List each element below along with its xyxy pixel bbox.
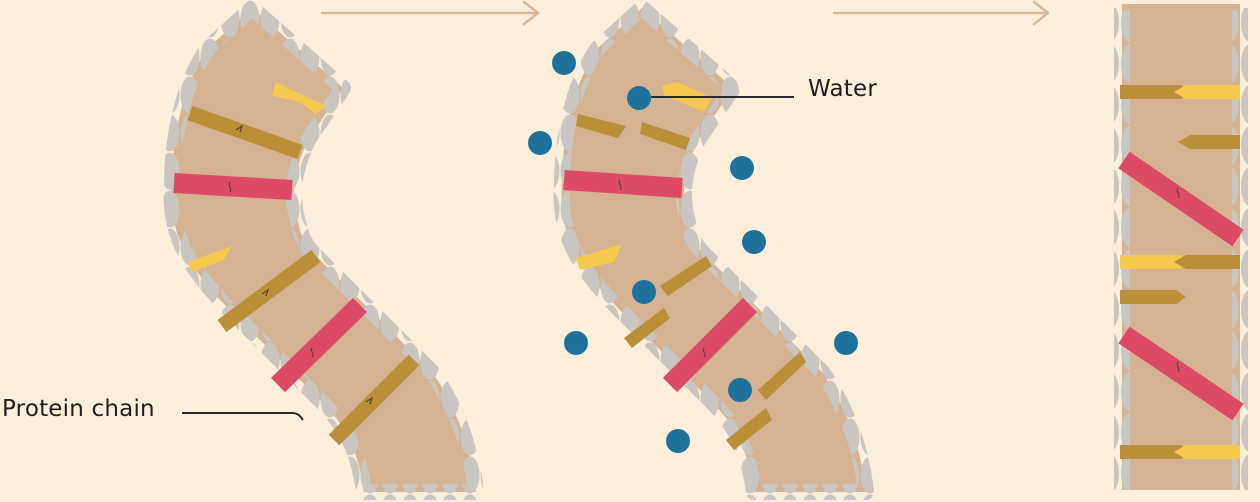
disulfide-bond bbox=[563, 170, 683, 198]
right-arrow-icon bbox=[832, 0, 1050, 26]
hydrogen-bond bbox=[187, 105, 303, 160]
broken-hydrogen-bond bbox=[272, 82, 326, 114]
water-label: Water bbox=[808, 76, 877, 102]
disulfide-bond bbox=[1118, 151, 1244, 247]
water-molecule-icon bbox=[728, 378, 752, 402]
chain-body bbox=[163, 0, 484, 500]
protein-chain-label-leader bbox=[182, 412, 304, 421]
protein-chain-label: Protein chain bbox=[2, 396, 155, 422]
broken-hydrogen-bond bbox=[660, 256, 712, 296]
hydrogen-bond bbox=[328, 354, 420, 446]
chain-edge bbox=[1114, 8, 1130, 490]
broken-hydrogen-bond bbox=[1120, 85, 1182, 99]
broken-hydrogen-bond bbox=[188, 246, 232, 272]
denaturing-protein-chain bbox=[553, 0, 874, 500]
water-molecule-icon bbox=[528, 131, 552, 155]
broken-hydrogen-bond bbox=[640, 122, 690, 150]
water-molecule-icon bbox=[552, 51, 576, 75]
broken-hydrogen-bond bbox=[1120, 290, 1186, 304]
chain-body bbox=[1122, 8, 1240, 490]
disulfide-bond bbox=[662, 297, 758, 393]
disulfide-bond bbox=[173, 173, 293, 200]
broken-hydrogen-bond bbox=[1120, 255, 1182, 269]
broken-hydrogen-bond bbox=[576, 244, 622, 270]
water-molecule-icon bbox=[742, 230, 766, 254]
unfolded-protein-chain bbox=[1114, 4, 1248, 490]
broken-hydrogen-bond bbox=[1174, 445, 1240, 459]
broken-hydrogen-bond bbox=[576, 114, 626, 138]
broken-hydrogen-bond bbox=[726, 408, 772, 450]
broken-hydrogen-bond bbox=[624, 308, 670, 348]
folded-protein-chain bbox=[163, 0, 484, 500]
water-molecule-icon bbox=[666, 429, 690, 453]
disulfide-bond bbox=[1118, 326, 1244, 421]
chain-edge bbox=[1232, 8, 1248, 490]
broken-hydrogen-bond bbox=[758, 352, 806, 400]
broken-hydrogen-bond bbox=[1178, 135, 1240, 149]
right-arrow-icon bbox=[320, 0, 540, 26]
broken-hydrogen-bond bbox=[1174, 255, 1240, 269]
hydrogen-bond bbox=[217, 249, 321, 333]
water-molecule-icon bbox=[627, 86, 651, 110]
broken-hydrogen-bond bbox=[1120, 445, 1182, 459]
water-molecule-icon bbox=[632, 280, 656, 304]
broken-hydrogen-bond bbox=[1174, 85, 1240, 99]
water-molecule-icon bbox=[564, 331, 588, 355]
water-molecule-icon bbox=[730, 156, 754, 180]
disulfide-bond bbox=[271, 297, 367, 393]
water-molecule-icon bbox=[834, 331, 858, 355]
water-molecules bbox=[528, 51, 858, 453]
